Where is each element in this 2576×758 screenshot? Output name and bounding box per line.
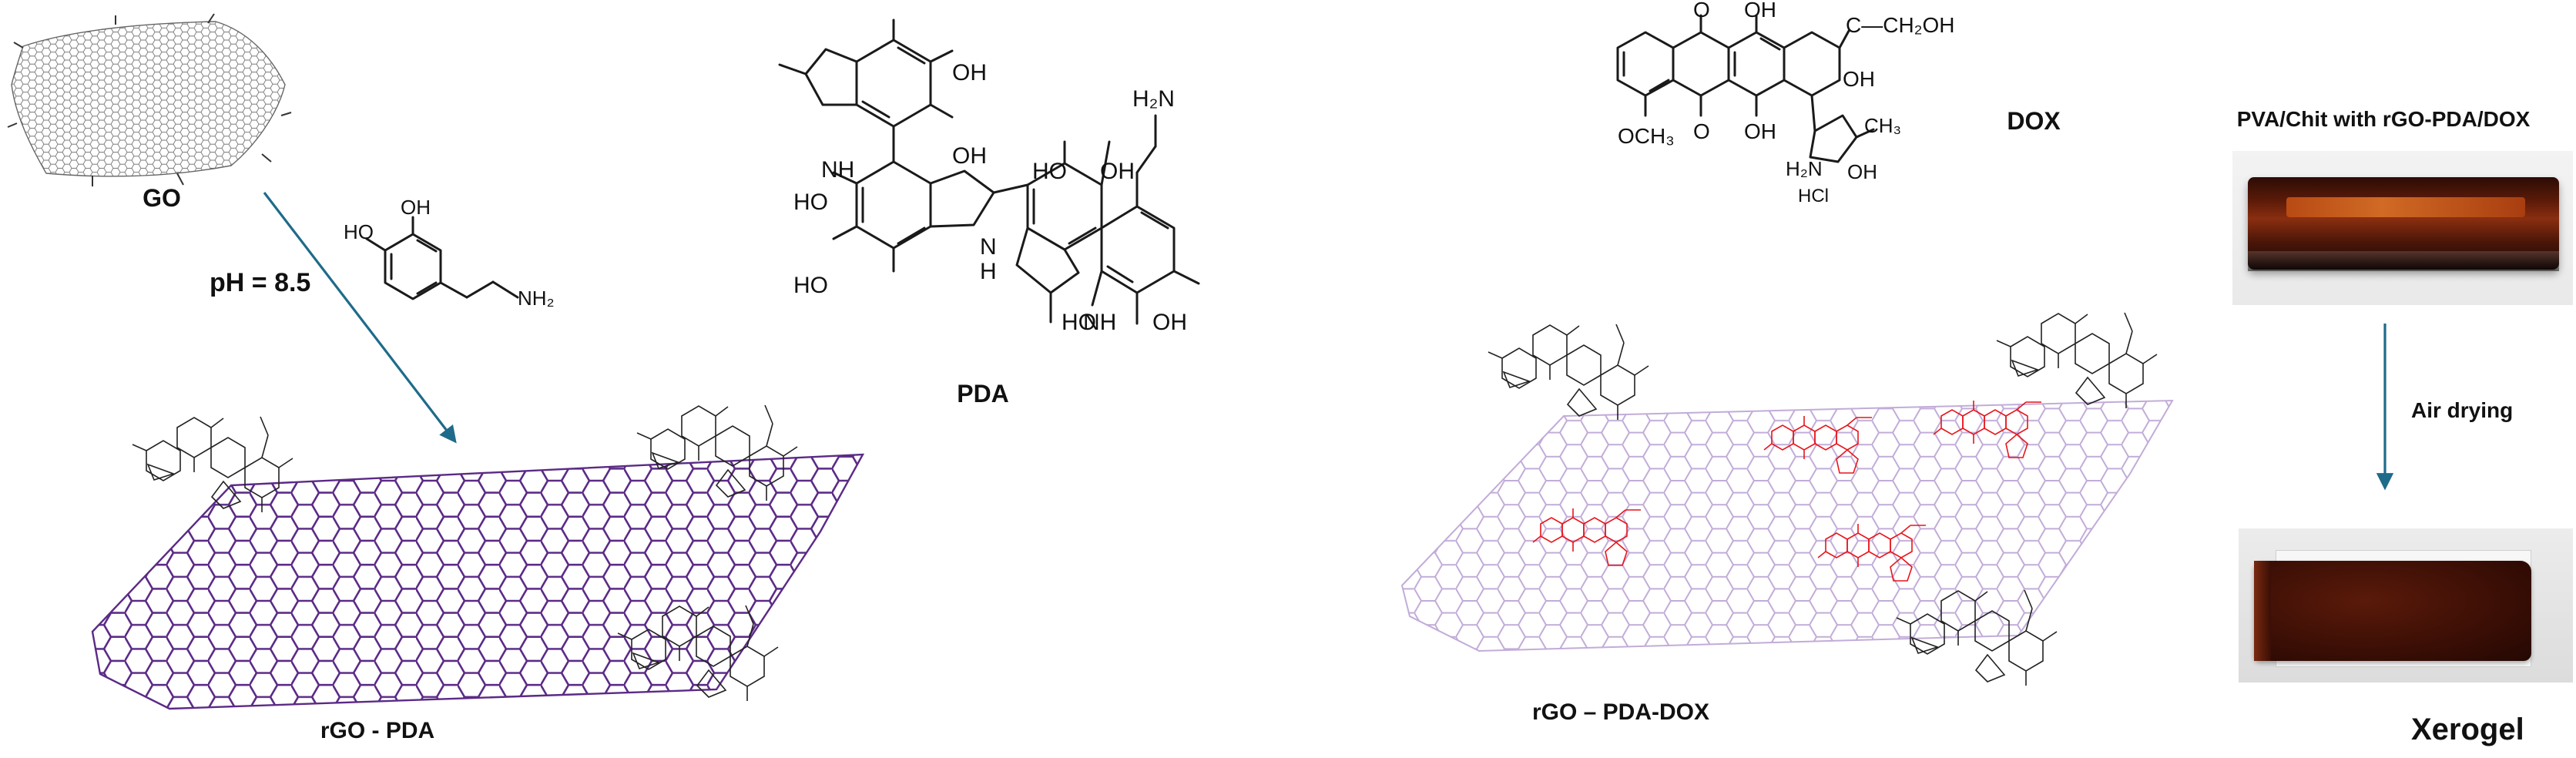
svg-text:HO: HO (1032, 159, 1067, 184)
pda-fragment (1996, 312, 2158, 409)
svg-text:OH: OH (1744, 119, 1776, 143)
pda-structure (778, 18, 1200, 325)
rgo-pda-dox-sheet (1400, 399, 2174, 652)
svg-text:NH: NH (1083, 310, 1116, 335)
svg-text:OH: OH (1744, 0, 1776, 22)
svg-text:OCH₃: OCH₃ (1618, 124, 1675, 148)
svg-text:OH: OH (1152, 310, 1187, 335)
pda-fragment (1488, 324, 1649, 421)
svg-text:C—CH₂OH: C—CH₂OH (1846, 13, 1955, 37)
xerogel-label: Xerogel (2411, 713, 2524, 746)
dox-atom-labels: O O OH OH C—CH₂OH OH OCH₃ CH₃ H₂N OH HCl (1618, 0, 1955, 206)
air-drying-label: Air drying (2411, 398, 2513, 422)
svg-text:HO: HO (793, 190, 828, 215)
dopamine-nh2: NH₂ (518, 287, 555, 310)
svg-text:NH: NH (821, 157, 854, 183)
dopamine-oh: OH (401, 196, 431, 219)
pda-label: PDA (957, 380, 1009, 408)
hydrogel-photo (2232, 151, 2573, 305)
go-label: GO (143, 184, 181, 212)
reaction-arrow (263, 192, 457, 444)
rgo-pda-dox-label: rGO – PDA-DOX (1532, 699, 1709, 725)
dopamine-ho: HO (344, 220, 374, 243)
svg-text:OH: OH (952, 143, 987, 169)
pva-chit-label: PVA/Chit with rGO-PDA/DOX (2237, 107, 2531, 131)
svg-text:O: O (1693, 0, 1710, 22)
ph-label: pH = 8.5 (210, 268, 310, 297)
xerogel-photo (2239, 528, 2573, 683)
svg-text:CH₃: CH₃ (1864, 114, 1901, 137)
svg-text:OH: OH (1100, 159, 1135, 184)
dox-structure (1616, 14, 1875, 163)
rgo-pda-label: rGO - PDA (320, 718, 434, 743)
dox-label: DOX (2007, 107, 2061, 135)
svg-text:H: H (980, 259, 997, 284)
svg-text:HCl: HCl (1798, 186, 1829, 206)
svg-text:OH: OH (952, 60, 987, 86)
dopamine-structure (365, 216, 519, 300)
svg-text:O: O (1693, 119, 1710, 143)
svg-text:HO: HO (793, 273, 828, 298)
svg-text:N: N (980, 234, 997, 260)
pda-atom-labels: OH OH NH HO HO N H HO OH NH H₂N OH HO (793, 60, 1187, 335)
svg-text:H₂N: H₂N (1132, 86, 1175, 112)
svg-text:OH: OH (1847, 160, 1877, 183)
go-sheet (7, 13, 292, 186)
svg-text:HO: HO (1062, 310, 1096, 335)
svg-text:H₂N: H₂N (1786, 157, 1823, 180)
svg-text:OH: OH (1843, 67, 1875, 91)
rgo-pda-sheet (91, 453, 865, 710)
